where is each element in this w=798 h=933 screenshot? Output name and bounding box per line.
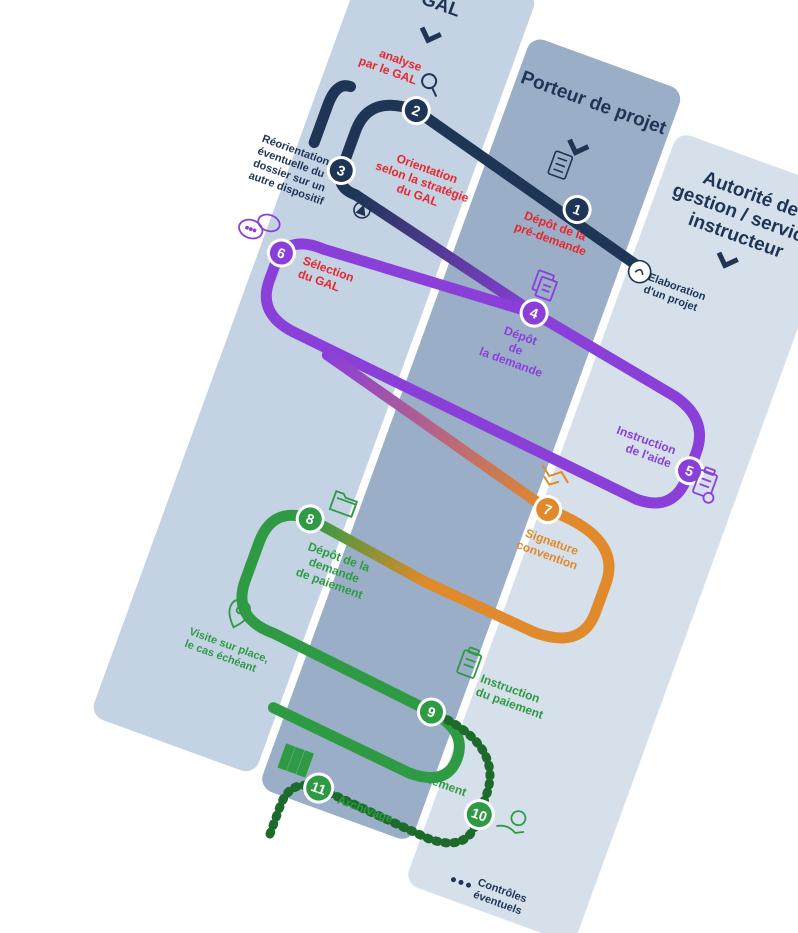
money-hand-icon bbox=[496, 810, 527, 834]
checklist-icon bbox=[547, 150, 574, 180]
clipboard-check-icon bbox=[692, 466, 718, 504]
step-marker-8: 8 bbox=[295, 504, 325, 534]
step-marker-1: 1 bbox=[562, 195, 592, 225]
document-icon bbox=[531, 269, 558, 302]
svg-text:11: 11 bbox=[309, 778, 329, 798]
svg-text:10: 10 bbox=[469, 804, 489, 824]
lightbulb-icon bbox=[627, 259, 652, 284]
step-marker-3: 3 bbox=[326, 156, 356, 186]
chevron-down-icon bbox=[716, 251, 739, 269]
path-green bbox=[236, 509, 465, 783]
path-orange-green bbox=[304, 513, 432, 588]
location-pin-icon bbox=[228, 599, 251, 629]
handshake-icon bbox=[541, 464, 569, 486]
path-navy-branch bbox=[308, 80, 357, 149]
step-marker-10: 10 bbox=[463, 799, 495, 831]
step-marker-7: 7 bbox=[533, 495, 563, 525]
chevron-down-icon bbox=[419, 26, 442, 44]
magnifier-icon bbox=[421, 73, 438, 97]
chat-bubbles-icon bbox=[238, 213, 281, 240]
step-marker-11: 11 bbox=[303, 772, 335, 804]
clipboard-icon bbox=[456, 646, 483, 679]
step-marker-9: 9 bbox=[416, 697, 446, 727]
step-marker-4: 4 bbox=[519, 298, 549, 328]
path-navy-purple bbox=[350, 189, 540, 319]
path-green-dotted bbox=[265, 707, 495, 848]
path-orange bbox=[420, 504, 615, 644]
compass-icon bbox=[353, 201, 371, 219]
svg-text:de: de bbox=[507, 340, 525, 358]
column-porteur bbox=[262, 39, 681, 839]
path-purple-orange bbox=[321, 349, 554, 516]
chevron-down-icon bbox=[567, 138, 590, 156]
column-autorite bbox=[408, 135, 798, 933]
column-gal bbox=[93, 0, 535, 772]
step-marker-2: 2 bbox=[401, 96, 431, 126]
archive-icon bbox=[277, 743, 314, 778]
path-navy bbox=[334, 99, 643, 271]
step-marker-6: 6 bbox=[266, 238, 296, 268]
folder-icon bbox=[328, 489, 359, 519]
step-marker-5: 5 bbox=[675, 456, 705, 486]
